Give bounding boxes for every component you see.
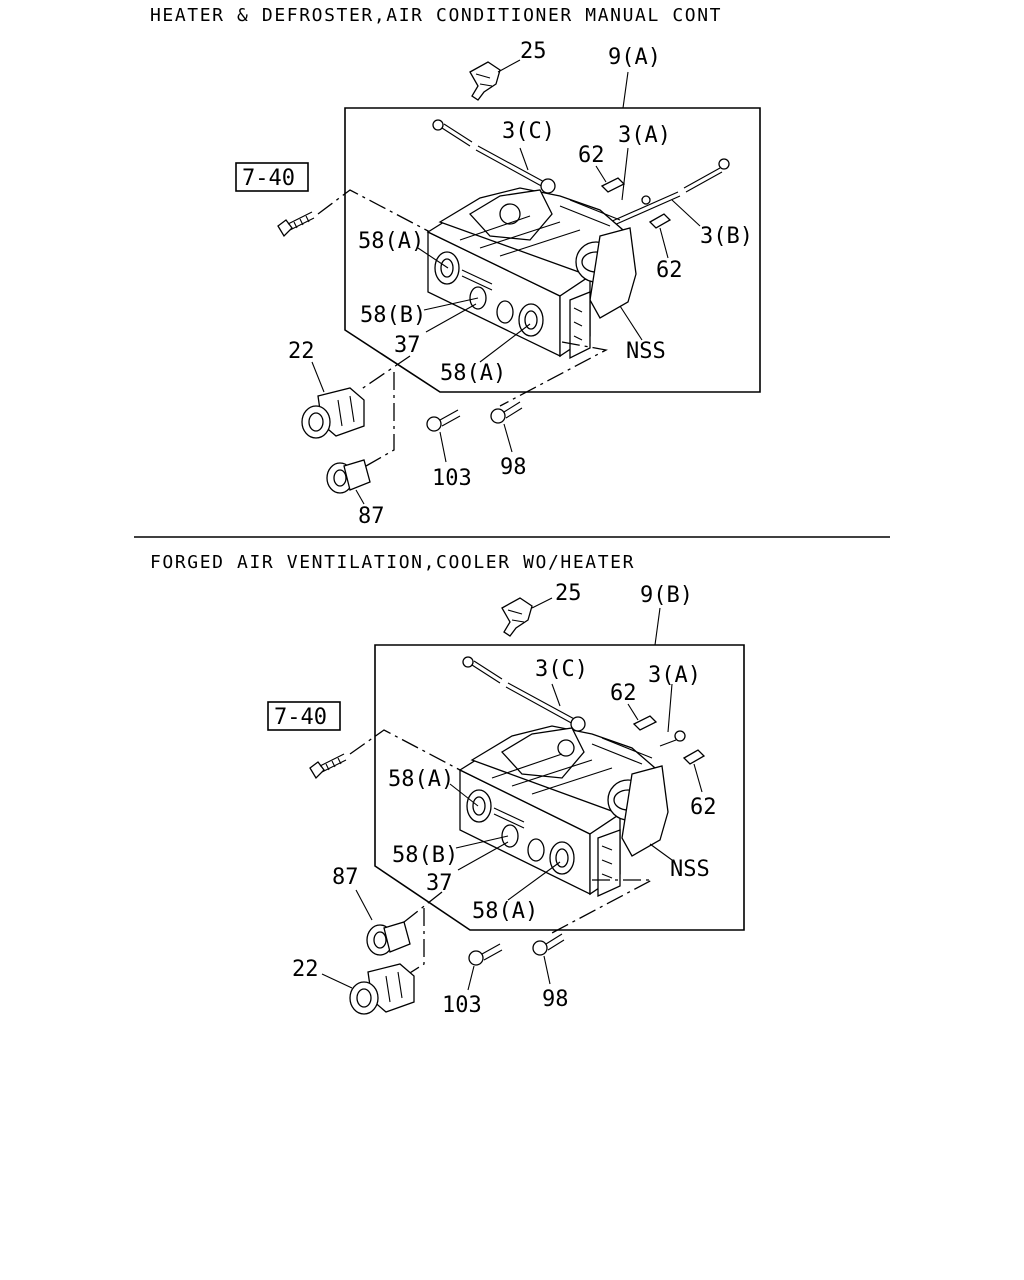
cable-3b: [609, 158, 730, 227]
label-103: 103: [432, 466, 472, 491]
label-37: 37: [426, 871, 453, 896]
label-58a-upper: 58(A): [358, 229, 424, 254]
screw-103: [468, 943, 503, 966]
label-3b: 3(B): [700, 224, 753, 249]
ref-7-40: 7-40: [242, 166, 295, 191]
section-heater-defroster: HEATER & DEFROSTER,AIR CONDITIONER MANUA…: [150, 5, 761, 529]
label-3c: 3(C): [502, 119, 555, 144]
control-assembly-body: [458, 716, 669, 898]
pin-62-lower: [682, 749, 706, 793]
ref-box-7-40: [267, 701, 341, 731]
clip-part-87: [366, 921, 411, 956]
label-25: 25: [520, 39, 547, 64]
label-9b: 9(B): [640, 583, 693, 608]
label-22: 22: [292, 957, 319, 982]
label-58b: 58(B): [392, 843, 458, 868]
label-22: 22: [288, 339, 315, 364]
label-87: 87: [358, 504, 385, 529]
switch-part-22: [349, 963, 415, 1015]
label-58b: 58(B): [360, 303, 426, 328]
label-62-lower: 62: [656, 258, 683, 283]
label-103: 103: [442, 993, 482, 1018]
label-3a: 3(A): [648, 663, 701, 688]
pin-62-upper: [595, 165, 626, 193]
ref-box-7-40: [235, 162, 309, 192]
ref-7-40: 7-40: [274, 705, 327, 730]
clip-part-87: [326, 459, 371, 494]
label-62-upper: 62: [610, 681, 637, 706]
label-25: 25: [555, 581, 582, 606]
label-3a: 3(A): [618, 123, 671, 148]
control-assembly-body: [426, 178, 637, 360]
screw-103: [426, 409, 461, 432]
label-9a: 9(A): [608, 45, 661, 70]
label-62-upper: 62: [578, 143, 605, 168]
label-58a-lower: 58(A): [440, 361, 506, 386]
label-37: 37: [394, 333, 421, 358]
label-58a-upper: 58(A): [388, 767, 454, 792]
assembly-frame: [344, 107, 761, 393]
screw-7-40: [309, 753, 347, 780]
cable-3c: [432, 119, 549, 189]
section-title: HEATER & DEFROSTER,AIR CONDITIONER MANUA…: [150, 5, 722, 26]
label-87: 87: [332, 865, 359, 890]
section-title: FORGED AIR VENTILATION,COOLER WO/HEATER: [150, 552, 635, 573]
label-58a-lower: 58(A): [472, 899, 538, 924]
pin-62-upper: [627, 703, 658, 731]
label-98: 98: [542, 987, 569, 1012]
label-3c: 3(C): [535, 657, 588, 682]
clip-part-25: [469, 59, 521, 101]
screw-7-40: [277, 211, 315, 238]
label-nss: NSS: [626, 339, 666, 364]
label-nss: NSS: [670, 857, 710, 882]
screw-98: [532, 933, 565, 956]
assembly-frame: [374, 644, 745, 931]
label-98: 98: [500, 455, 527, 480]
section-forged-air-ventilation: FORGED AIR VENTILATION,COOLER WO/HEATER …: [150, 552, 745, 1018]
screw-98: [490, 401, 523, 424]
cable-3a: [659, 730, 686, 747]
label-62-lower: 62: [690, 795, 717, 820]
switch-part-22: [301, 387, 365, 439]
clip-part-25: [501, 597, 553, 637]
pin-62-lower: [648, 213, 672, 259]
cable-3c: [462, 656, 579, 726]
